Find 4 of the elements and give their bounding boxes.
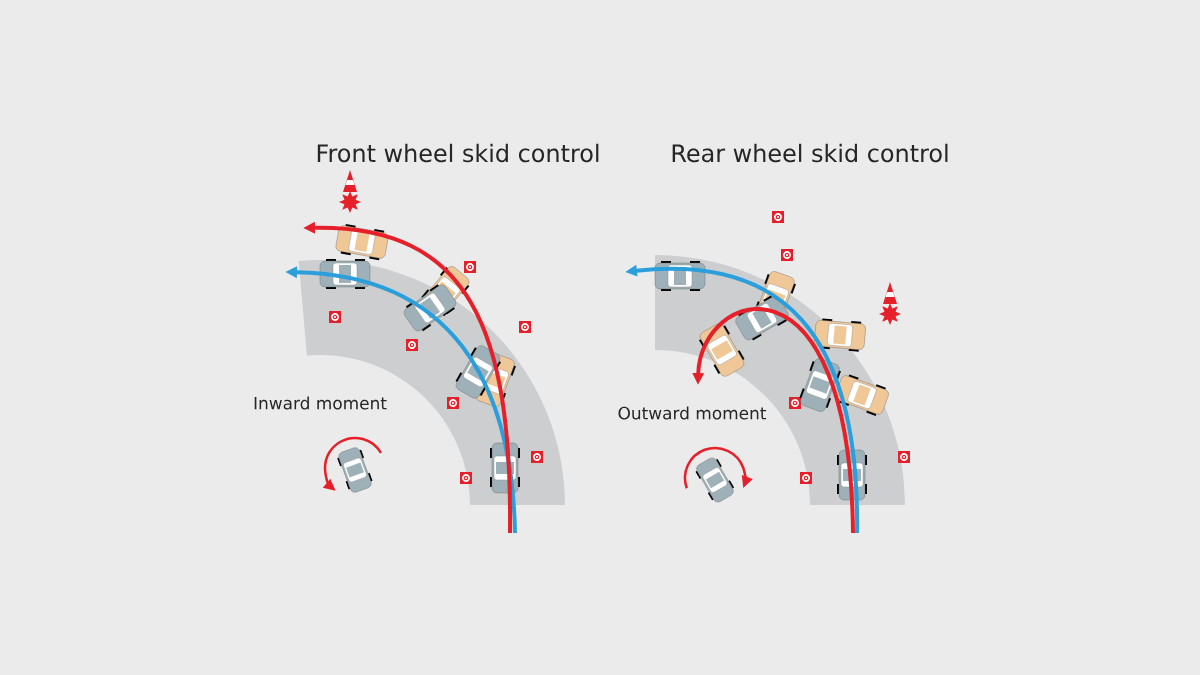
heading: Front wheel skid control (317, 143, 599, 163)
caption-label: Inward moment (254, 396, 387, 410)
heading: Rear wheel skid control (672, 143, 948, 163)
caption-label: Outward moment (618, 406, 767, 420)
